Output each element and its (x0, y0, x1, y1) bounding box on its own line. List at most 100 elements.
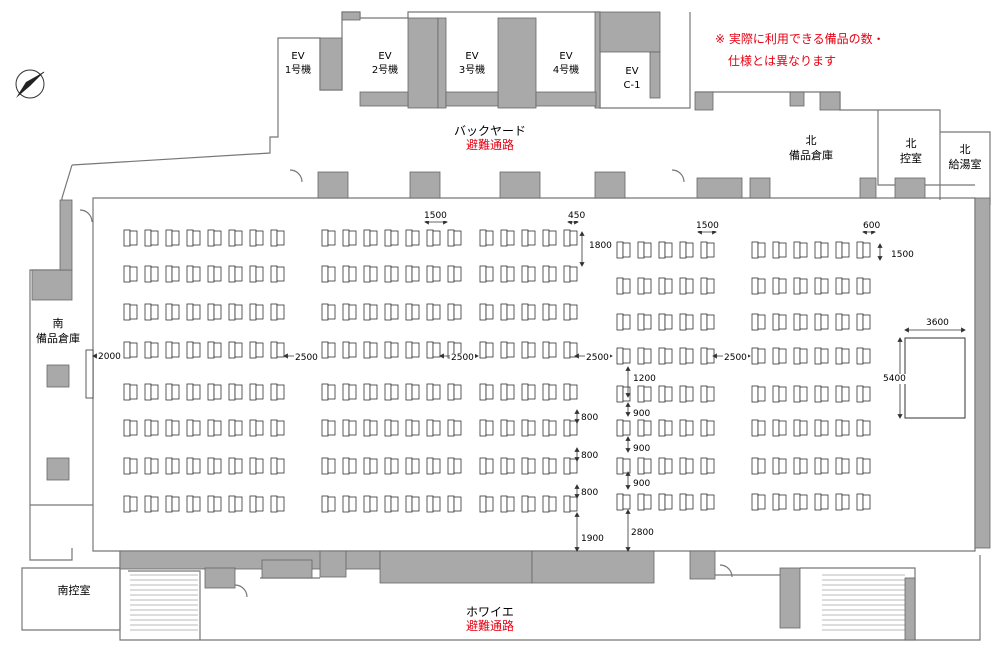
desk (685, 278, 694, 294)
wall-segment (128, 570, 201, 640)
chair (144, 229, 152, 247)
dimension-arrow (567, 219, 572, 225)
chair (793, 419, 801, 437)
dimension-arrow (424, 219, 429, 225)
door-arc (79, 209, 93, 223)
desk (327, 496, 336, 512)
chair (563, 303, 571, 321)
screen-area (904, 337, 966, 419)
dimension-arrow (904, 327, 909, 333)
chair (123, 229, 131, 247)
chair (186, 495, 194, 513)
desk (778, 348, 787, 364)
chair (835, 241, 843, 259)
desk (129, 420, 138, 436)
chair (521, 265, 529, 283)
chair (144, 303, 152, 321)
desk (820, 242, 829, 258)
structural-column (204, 567, 236, 589)
chair (793, 241, 801, 259)
dimension-label: 3600 (925, 318, 950, 328)
dimension-arrow (697, 229, 702, 235)
dimension-arrow (897, 414, 903, 419)
chair (207, 265, 215, 283)
desk (548, 384, 557, 400)
chair (363, 303, 371, 321)
desk (348, 458, 357, 474)
chair (447, 457, 455, 475)
desk (820, 278, 829, 294)
desk (548, 304, 557, 320)
dimension-arrow (574, 419, 580, 424)
door-arc (719, 564, 733, 578)
desk (348, 230, 357, 246)
desk (820, 386, 829, 402)
structural-column (531, 550, 655, 584)
structural-column (499, 171, 541, 199)
chair (144, 457, 152, 475)
chair (270, 457, 278, 475)
desk (548, 496, 557, 512)
structural-column (437, 17, 447, 109)
structural-column (31, 269, 73, 301)
desk (799, 348, 808, 364)
dimension-arrow (625, 448, 631, 453)
chair (321, 457, 329, 475)
chair (405, 495, 413, 513)
chair (500, 495, 508, 513)
desk (569, 304, 578, 320)
foyer-label: ホワイエ 避難通路 (430, 605, 550, 633)
desk (234, 496, 243, 512)
dimension-arrow (625, 402, 631, 407)
desk (369, 266, 378, 282)
chair (542, 265, 550, 283)
structural-column (341, 11, 361, 21)
dimension-arrow (579, 262, 585, 267)
chair (249, 303, 257, 321)
chair (637, 313, 645, 331)
desk (862, 314, 871, 330)
desk (327, 384, 336, 400)
chair (772, 493, 780, 511)
chair (249, 229, 257, 247)
chair (793, 277, 801, 295)
desk (643, 494, 652, 510)
desk (757, 420, 766, 436)
desk (129, 304, 138, 320)
chair (228, 457, 236, 475)
desk (327, 420, 336, 436)
chair (563, 341, 571, 359)
desk (213, 342, 222, 358)
desk (255, 342, 264, 358)
chair (249, 383, 257, 401)
chair (207, 419, 215, 437)
desk (255, 304, 264, 320)
chair (637, 493, 645, 511)
desk (171, 230, 180, 246)
desk (622, 242, 631, 258)
desk (506, 420, 515, 436)
desk (799, 386, 808, 402)
desk (369, 230, 378, 246)
notice-text: ※ 実際に利用できる備品の数・ 仕様とは異なります (715, 28, 885, 72)
desk (569, 230, 578, 246)
chair (814, 277, 822, 295)
chair (679, 493, 687, 511)
desk (192, 266, 201, 282)
desk (150, 496, 159, 512)
desk (411, 384, 420, 400)
desk (276, 420, 285, 436)
desk (453, 304, 462, 320)
dimension-label: 450 (567, 211, 587, 221)
structural-column (904, 577, 916, 641)
chair (405, 229, 413, 247)
structural-column (749, 177, 771, 199)
desk (622, 420, 631, 436)
desk (506, 458, 515, 474)
chair (500, 229, 508, 247)
desk (276, 496, 285, 512)
door-arc (289, 169, 303, 183)
chair (479, 419, 487, 437)
chair (228, 341, 236, 359)
